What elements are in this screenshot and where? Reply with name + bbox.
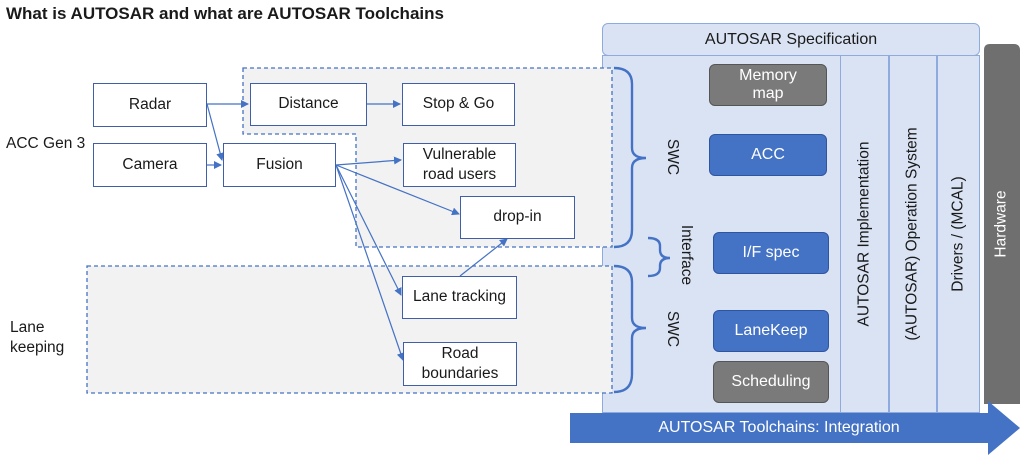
toolchains-label: AUTOSAR Toolchains: Integration <box>658 419 900 436</box>
autosar-specification-label: AUTOSAR Specification <box>704 30 878 48</box>
interface-label: Interface <box>678 224 695 286</box>
lane-tracking-box: Lane tracking <box>402 276 517 319</box>
autosar-specification-header: AUTOSAR Specification <box>602 23 980 56</box>
vulnerable-road-users-box: Vulnerable road users <box>403 143 516 187</box>
lanekeep-component: LaneKeep <box>713 310 829 352</box>
toolchains-label-wrap: AUTOSAR Toolchains: Integration <box>570 413 988 443</box>
drop-in-box: drop-in <box>460 196 575 239</box>
road-boundaries-box: Road boundaries <box>403 342 517 386</box>
drivers-layer: Drivers / (MCAL) <box>937 55 980 413</box>
swc-bottom-label-wrap: SWC <box>650 304 694 354</box>
if-spec-component: I/F spec <box>713 232 829 274</box>
interface-label-wrap: Interface <box>664 214 708 296</box>
page-title: What is AUTOSAR and what are AUTOSAR Too… <box>6 4 444 23</box>
swc-bottom-label: SWC <box>663 310 681 348</box>
fusion-box: Fusion <box>223 143 336 187</box>
hardware-column <box>984 44 1020 404</box>
swc-top-label-wrap: SWC <box>650 132 694 182</box>
scheduling-block: Scheduling <box>713 361 829 403</box>
stop-go-box: Stop & Go <box>402 83 515 126</box>
radar-box: Radar <box>93 83 207 127</box>
acc-gen3-label: ACC Gen 3 <box>6 135 86 152</box>
memory-map-block: Memory map <box>709 64 827 106</box>
autosar-implementation-layer: AUTOSAR Implementation <box>840 55 889 413</box>
acc-component: ACC <box>709 134 827 176</box>
distance-box: Distance <box>250 83 367 126</box>
lane-keeping-label: Lane keeping <box>10 319 65 357</box>
swc-top-label: SWC <box>663 138 681 176</box>
toolchains-arrow <box>570 401 1020 455</box>
camera-box: Camera <box>93 143 207 187</box>
operation-system-layer: (AUTOSAR) Operation System <box>889 55 937 413</box>
